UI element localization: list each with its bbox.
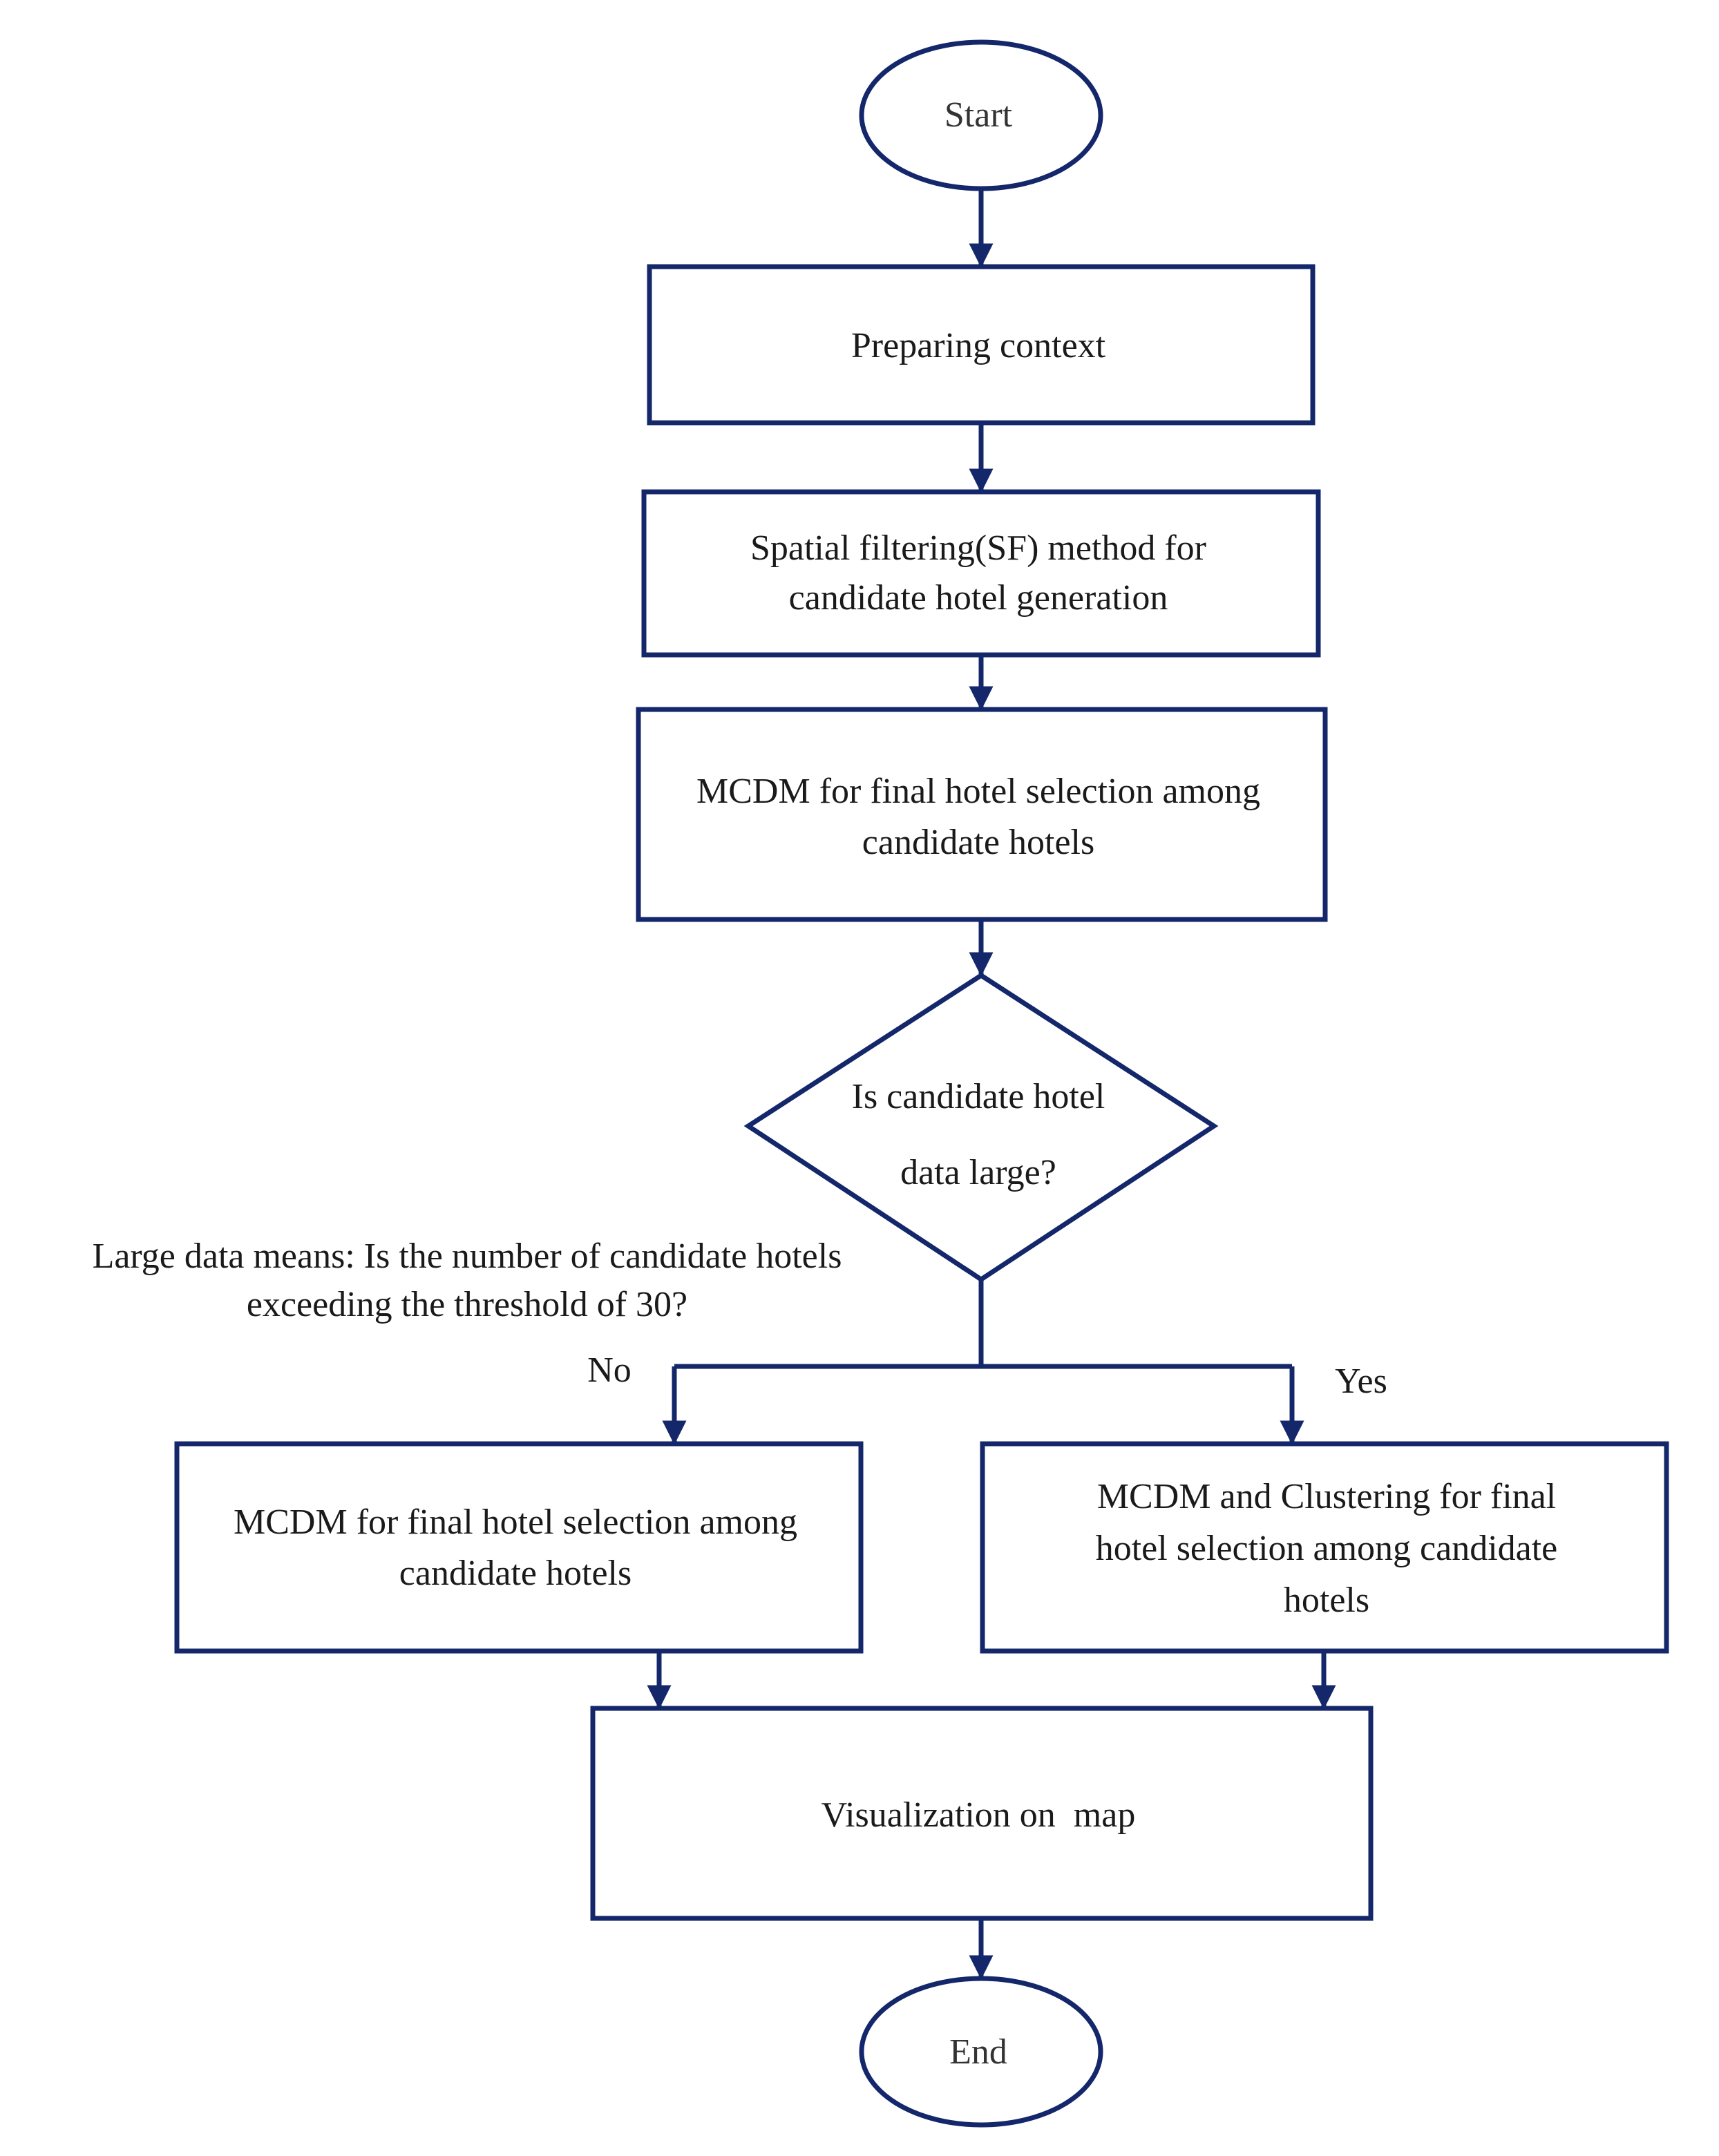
visualization-label: Visualization on map [821, 1795, 1136, 1835]
mcdm-clustering-label-line3: hotels [1284, 1581, 1369, 1620]
mcdm-selection-label-line2: candidate hotels [862, 823, 1094, 862]
end-label: End [949, 2032, 1007, 2072]
start-label: Start [944, 95, 1013, 135]
mcdm-left-label-line2: candidate hotels [399, 1554, 631, 1593]
mcdm-left-label-line1: MCDM for final hotel selection among [234, 1502, 797, 1542]
mcdm-selection-label-line1: MCDM for final hotel selection among [696, 772, 1260, 811]
spatial-filtering-label-line1: Spatial filtering(SF) method for [750, 528, 1206, 568]
branch-yes-label: Yes [1335, 1362, 1387, 1401]
decision-label-line1: Is candidate hotel [852, 1077, 1105, 1116]
preparing-context-label: Preparing context [851, 326, 1106, 365]
decision-diamond [743, 972, 1219, 1283]
spatial-filtering-label-line2: candidate hotel generation [789, 578, 1168, 618]
mcdm-selection-box [636, 707, 1328, 922]
threshold-note-line1: Large data means: Is the number of candi… [93, 1237, 842, 1276]
spatial-filtering-box [641, 489, 1321, 658]
branch-no-label: No [587, 1351, 631, 1390]
threshold-note-line2: exceeding the threshold of 30? [247, 1285, 687, 1324]
mcdm-left-box [174, 1441, 864, 1654]
mcdm-clustering-label-line2: hotel selection among candidate [1096, 1529, 1558, 1568]
mcdm-clustering-label-line1: MCDM and Clustering for final [1097, 1477, 1556, 1516]
decision-label-line2: data large? [900, 1153, 1056, 1192]
